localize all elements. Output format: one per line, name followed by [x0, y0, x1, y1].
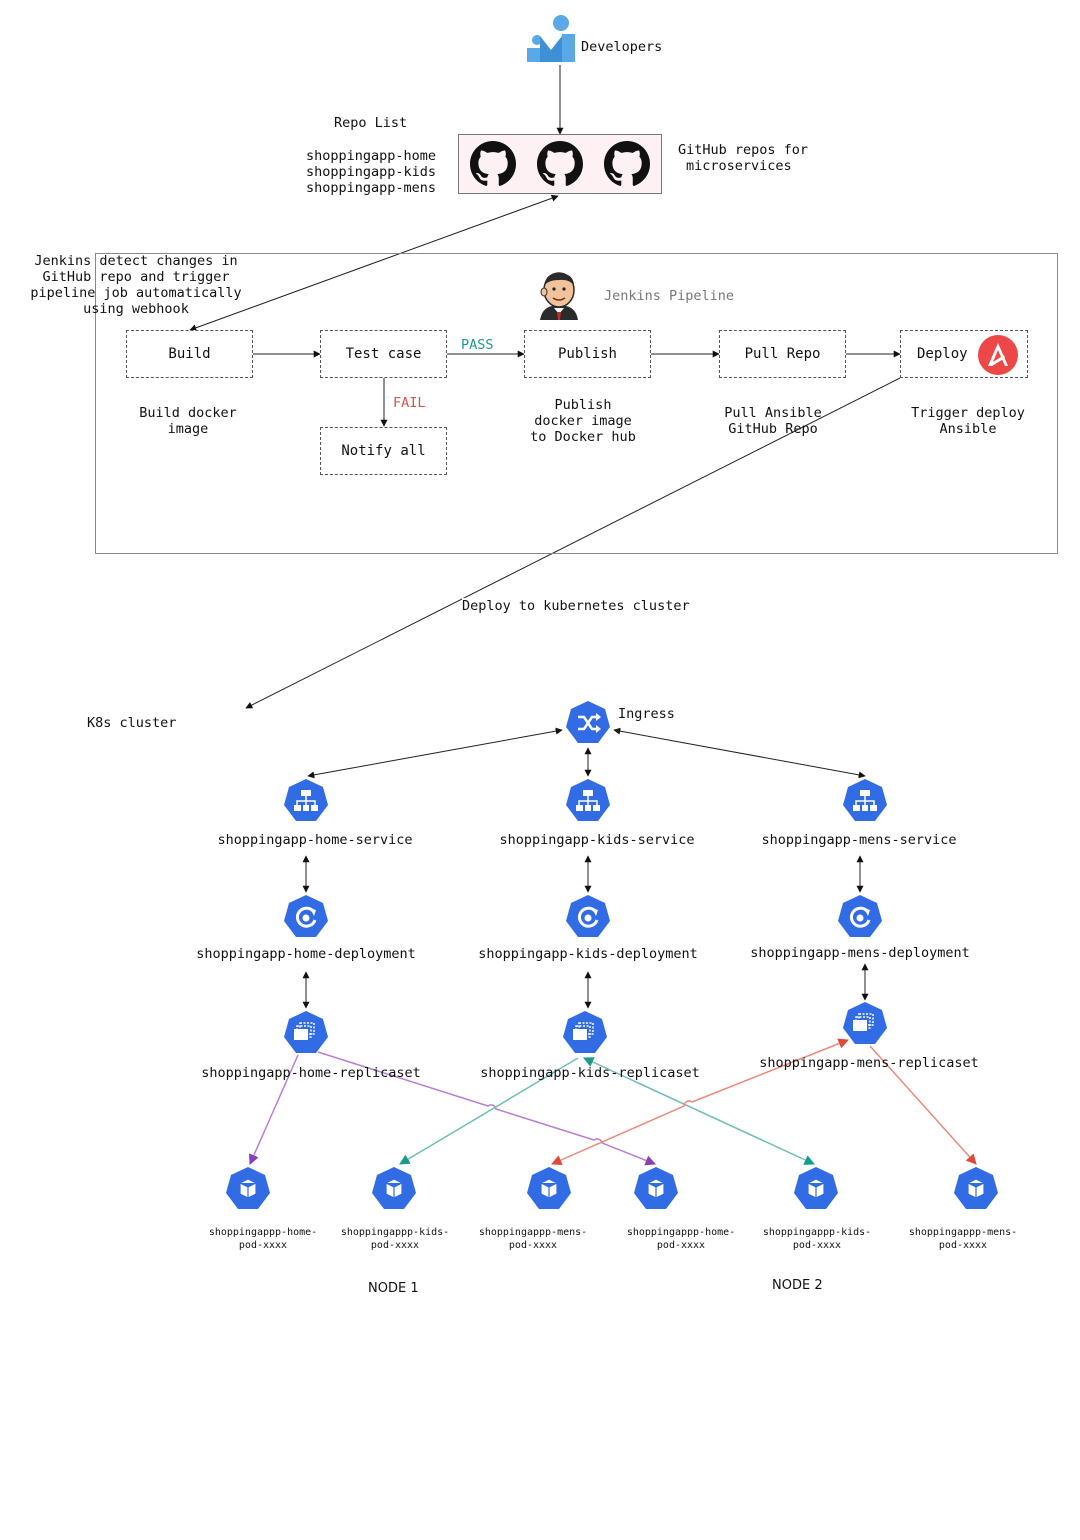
pod-label: shoppingappp-home-pod-xxxx [208, 1227, 318, 1251]
stage-deploy: Deploy [900, 330, 1028, 378]
replicaset-icon [562, 1010, 608, 1056]
stage-deploy-label: Deploy [917, 346, 968, 362]
node-1-label: NODE 1 [368, 1281, 419, 1296]
developers-label: Developers [581, 39, 663, 55]
repo-item-kids: shoppingapp-kids [305, 164, 436, 180]
ansible-icon [978, 335, 1018, 375]
repo-list-title: Repo List [334, 115, 408, 131]
github-note: GitHub repos for microservices [678, 142, 809, 174]
ingress-icon [565, 700, 611, 746]
stage-notify-all: Notify all [320, 427, 447, 475]
pod-label: shoppingappp-kids-pod-xxxx [762, 1227, 872, 1251]
service-label-kids: shoppingapp-kids-service [499, 832, 695, 848]
repo-item-home: shoppingapp-home [305, 148, 436, 164]
deployment-icon [283, 894, 329, 940]
replicaset-icon [842, 1001, 888, 1047]
deployment-label-mens: shoppingapp-mens-deployment [750, 945, 970, 961]
stage-build: Build [126, 330, 253, 378]
note-build: Build docker image [139, 405, 237, 437]
pod-label: shoppingappp-mens-pod-xxxx [908, 1227, 1018, 1251]
pod-label: shoppingappp-mens-pod-xxxx [478, 1227, 588, 1251]
pod-label: shoppingappp-home-pod-xxxx [626, 1227, 736, 1251]
deployment-label-kids: shoppingapp-kids-deployment [478, 946, 698, 962]
developers-icon [526, 14, 576, 64]
jenkins-icon [534, 270, 584, 322]
deployment-icon [837, 894, 883, 940]
github-icon [536, 141, 583, 186]
pod-label: shoppingappp-kids-pod-xxxx [340, 1227, 450, 1251]
pass-label: PASS [461, 337, 494, 353]
note-pull: Pull Ansible GitHub Repo [724, 405, 822, 437]
ingress-label: Ingress [618, 706, 675, 722]
pipeline-title: Jenkins Pipeline [604, 288, 735, 304]
replicaset-icon [283, 1010, 329, 1056]
replicaset-label-mens: shoppingapp-mens-replicaset [759, 1055, 979, 1071]
arrow-repos-build [189, 194, 559, 332]
pod-icon [633, 1166, 679, 1212]
repo-list: shoppingapp-home shoppingapp-kids shoppi… [290, 148, 436, 196]
fail-label: FAIL [393, 395, 426, 411]
github-repos-box [458, 134, 662, 194]
note-deploy: Trigger deploy Ansible [911, 405, 1025, 437]
pod-icon [371, 1166, 417, 1212]
replicaset-label-kids: shoppingapp-kids-replicaset [480, 1065, 700, 1081]
jenkins-note: Jenkins detect changes in GitHub repo an… [30, 253, 242, 317]
service-label-home: shoppingapp-home-service [217, 832, 413, 848]
deployment-label-home: shoppingapp-home-deployment [196, 946, 416, 962]
pod-icon [225, 1166, 271, 1212]
deploy-to-k8s-label: Deploy to kubernetes cluster [462, 598, 690, 614]
service-icon [842, 778, 888, 824]
github-icon [469, 141, 516, 186]
pod-icon [953, 1166, 999, 1212]
stage-pull-repo: Pull Repo [719, 330, 846, 378]
deployment-icon [565, 894, 611, 940]
pod-icon [793, 1166, 839, 1212]
jenkins-pipeline-container [95, 253, 1058, 554]
service-label-mens: shoppingapp-mens-service [761, 832, 957, 848]
service-icon [283, 778, 329, 824]
service-icon [565, 778, 611, 824]
k8s-cluster-label: K8s cluster [87, 715, 177, 731]
pod-icon [526, 1166, 572, 1212]
arrow-deploy-cluster [245, 377, 901, 709]
stage-publish: Publish [524, 330, 651, 378]
note-publish: Publish docker image to Docker hub [530, 397, 636, 445]
replicaset-label-home: shoppingapp-home-replicaset [201, 1065, 421, 1081]
repo-item-mens: shoppingapp-mens [305, 180, 436, 196]
node-2-label: NODE 2 [772, 1278, 823, 1293]
stage-test-case: Test case [320, 330, 447, 378]
github-icon [604, 141, 651, 186]
